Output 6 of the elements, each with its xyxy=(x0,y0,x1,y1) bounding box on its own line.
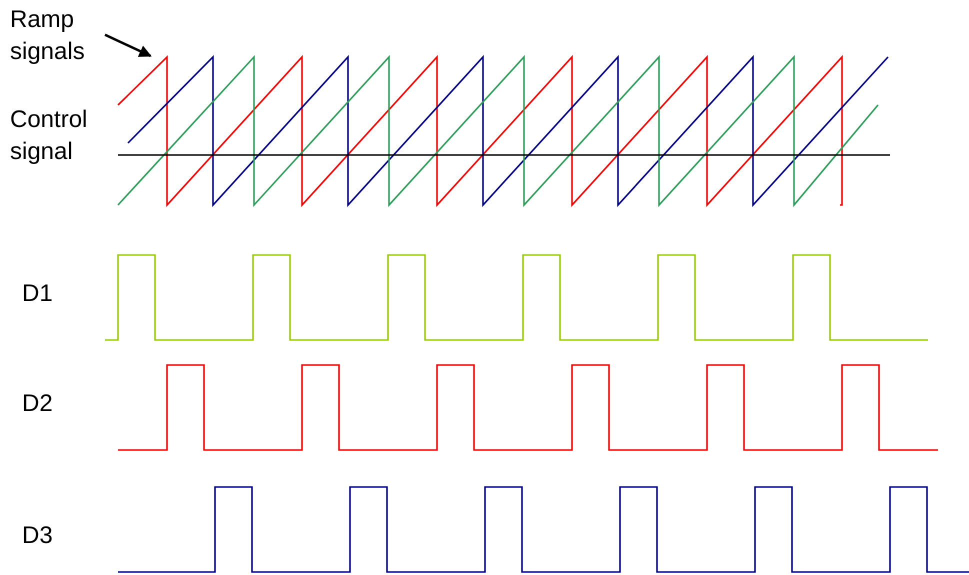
waveform-label: D2 xyxy=(22,389,54,419)
signal-label: Control signal xyxy=(10,105,88,167)
waveform-label: D1 xyxy=(22,279,54,309)
leader-arrow xyxy=(104,34,152,58)
signal-label: Ramp signals xyxy=(10,4,110,68)
waveform-label: D3 xyxy=(22,521,54,551)
